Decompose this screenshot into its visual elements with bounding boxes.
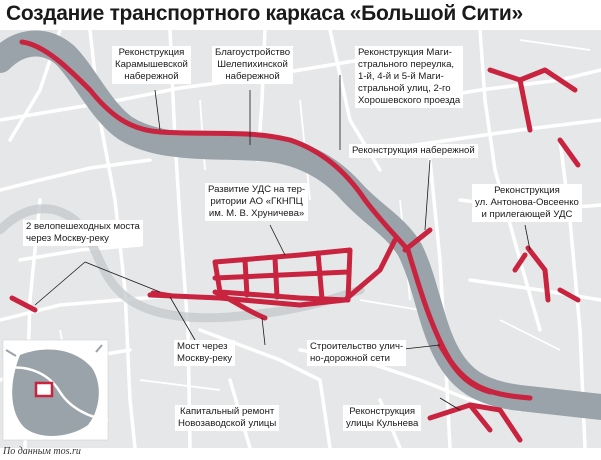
- route-antonova-1: [487, 67, 578, 93]
- leader-lines: [34, 75, 531, 411]
- route-antonova-6: [557, 287, 581, 303]
- route-kulneva-2: [467, 402, 493, 433]
- inset-map: [2, 339, 109, 441]
- route-magistralny: [402, 227, 433, 253]
- route-kulneva: [427, 402, 523, 443]
- route-bridge-west: [9, 295, 38, 313]
- route-khrunichev-grid-v2: [272, 255, 280, 300]
- map-title: Создание транспортного каркаса «Большой …: [6, 2, 523, 25]
- label-khrunichev: Развитие УДС на тер- ритории АО «ГКНПЦ и…: [205, 183, 309, 221]
- label-kulneva: Реконструкция улицы Кульнева: [343, 405, 422, 431]
- route-novozavodskaya: [212, 289, 268, 321]
- moscow-locator-map: [12, 349, 99, 436]
- label-magistralny: Реконструкция Маги- стрального переулка,…: [355, 46, 464, 108]
- route-big-loop: [147, 237, 398, 308]
- source-credit: По данным mos.ru: [3, 446, 81, 457]
- route-khrunichev-grid-v1: [242, 257, 250, 298]
- label-bridge-river: Мост через Москву-реку: [174, 340, 236, 366]
- locator-marker: [34, 381, 54, 398]
- route-karamyshevskaya: [19, 39, 411, 253]
- label-novozavodskaya: Капитальный ремонт Новозаводской улицы: [175, 405, 280, 431]
- label-street-network: Строительство улич- но-дорожной сети: [307, 340, 407, 366]
- label-naberezhnaya: Реконструкция набережной: [349, 144, 478, 158]
- route-bridge-center: [150, 290, 175, 299]
- route-antonova-5: [512, 252, 528, 273]
- route-khrunichev-grid-v3: [315, 250, 325, 302]
- route-street-network: [437, 342, 493, 395]
- river-loop-west: [0, 204, 365, 323]
- route-antonova-4: [525, 245, 551, 303]
- label-karamyshevskaya: Реконструкция Карамышевской набережной: [112, 46, 191, 84]
- route-antonova-2: [517, 77, 533, 133]
- label-bridges: 2 велопешеходных моста через Москву-реку: [23, 220, 143, 246]
- route-khrunichev-grid-h: [212, 269, 351, 281]
- label-shelepikhinskaya: Благоустройство Шелепихинской набережной: [212, 46, 294, 84]
- project-routes: [9, 39, 581, 443]
- label-antonova: Реконструкция ул. Антонова-Овсеенко и пр…: [472, 184, 582, 222]
- route-antonova-3: [557, 137, 581, 168]
